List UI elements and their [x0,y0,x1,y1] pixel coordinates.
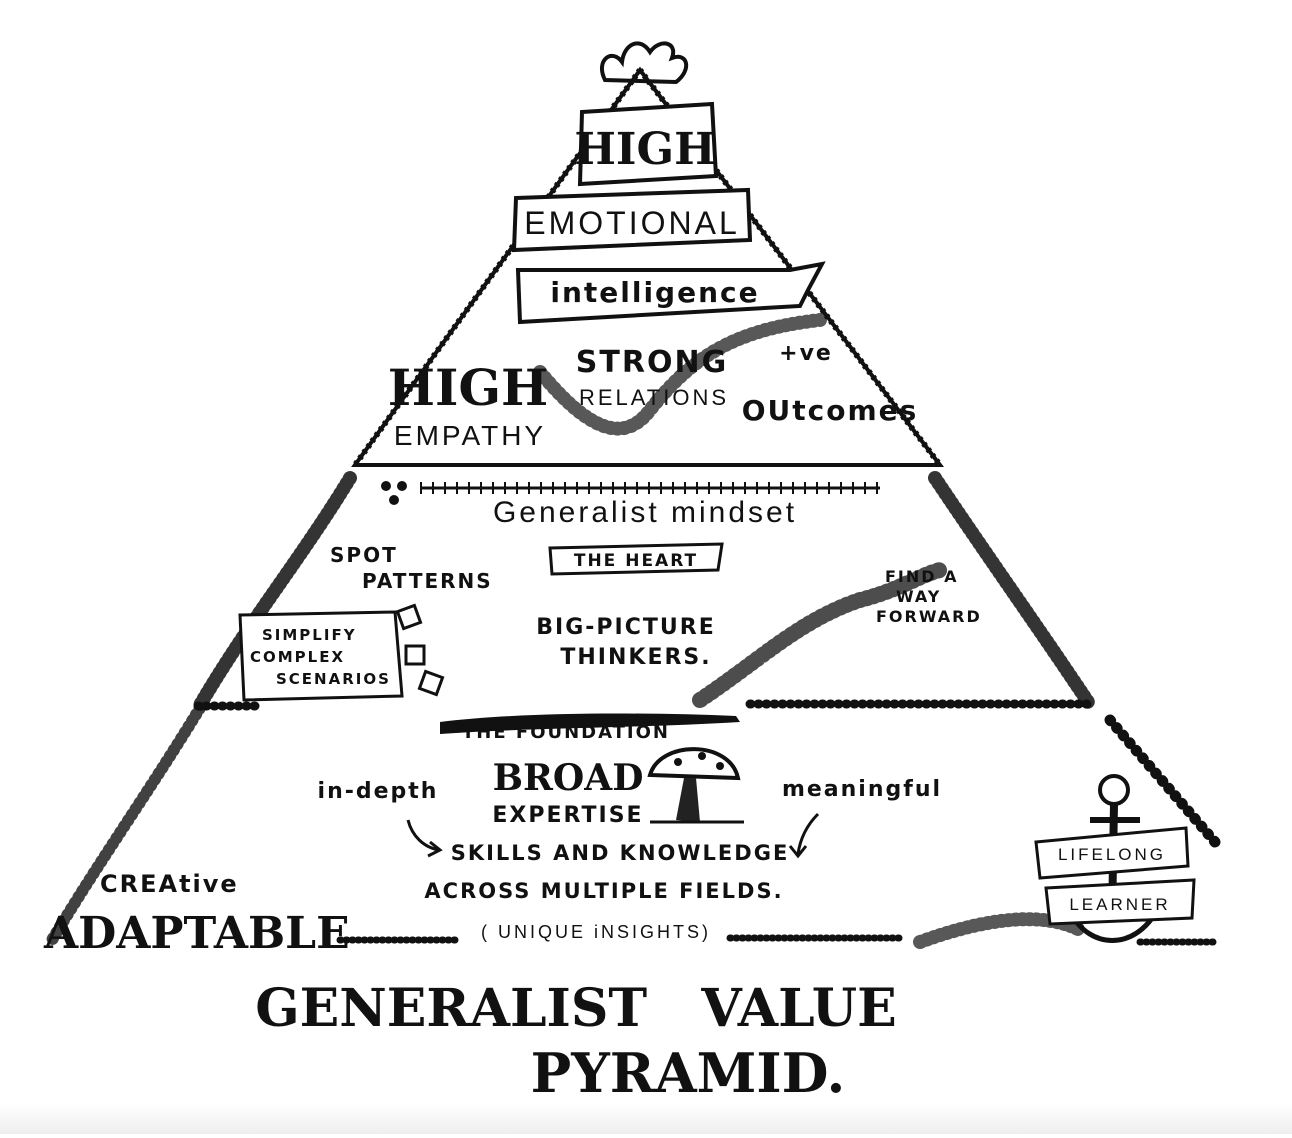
spot-line2: PATTERNS [362,569,493,593]
lifelong-banner [1034,826,1190,880]
flame-icon [600,41,688,85]
paper-icon [395,603,423,631]
heart-label: THE HEART [574,551,698,571]
unique-label: ( UNIQUE iNSIGHTS) [481,922,711,942]
paper-icon [417,669,445,697]
skills-line1: SKILLS AND KNOWLEDGE [451,841,790,865]
top-line3: intelligence [550,276,759,309]
find-line1: FIND A [885,567,959,586]
footer-line2: PYRAMID. [531,1041,846,1105]
learner-banner [1044,878,1196,926]
adaptable-label: ADAPTABLE [43,908,350,959]
mushroom-icon [647,747,741,781]
find-line3: FORWARD [876,607,982,626]
high-banner [577,101,719,187]
indepth-label: in-depth [318,779,439,804]
broad-label: BROAD [493,757,644,799]
outcomes-top: +ve [779,341,833,366]
spot-line1: SPOT [330,543,398,567]
emotional-banner [511,187,753,253]
middle-tier: Generalist mindset THE HEART SPOT PATTER… [193,471,1097,712]
footer-line1: GENERALIST VALUE [255,978,897,1039]
simplify-box [238,610,404,702]
empathy-small: EMPATHY [394,420,546,451]
middle-right-side [928,471,1097,712]
top-triangle [351,66,945,467]
base-right-side [1104,714,1221,848]
middle-left-side [193,471,357,712]
lifelong-label: LIFELONG [1058,845,1166,864]
simplify-line3: SCENARIOS [276,670,391,688]
meaningful-label: meaningful [782,777,942,802]
foundation-banner [440,713,740,734]
empathy-big: HIGH [388,358,549,417]
top-tier: HIGH EMOTIONAL intelligence HIGH EMPATHY… [351,41,945,467]
foundation-label: THE FOUNDATION [462,722,670,743]
top-line1: HIGH [574,124,715,175]
intelligence-banner [515,261,826,325]
base-tier: THE FOUNDATION BROAD EXPERTISE in-depth … [43,699,1222,959]
base-left-side [46,702,206,946]
arrow-icon [406,819,443,858]
stipple-swirl [533,313,827,436]
creative-label: CREAtive [100,870,239,898]
middle-title: Generalist mindset [493,496,797,529]
middle-stipple [692,562,948,708]
skills-line2: ACROSS MULTIPLE FIELDS. [424,879,783,903]
footer-title: GENERALIST VALUE PYRAMID. [255,978,897,1105]
learner-label: LEARNER [1069,895,1170,914]
outcomes-label: OUtcomes [742,394,919,427]
bottom-fade [0,1104,1292,1134]
big-line2: THINKERS. [560,645,711,670]
relations-big: STRONG [576,345,728,380]
arrow-icon [788,812,820,859]
find-line2: WAY [896,587,941,606]
top-line2: EMOTIONAL [524,205,739,241]
big-line1: BIG-PICTURE [536,615,715,640]
heart-tag [548,542,724,576]
expertise-label: EXPERTISE [492,803,643,828]
paper-icon [404,644,426,666]
simplify-line2: COMPLEX [250,648,345,666]
relations-small: RELATIONS [579,385,729,410]
simplify-line1: SIMPLIFY [262,626,357,644]
